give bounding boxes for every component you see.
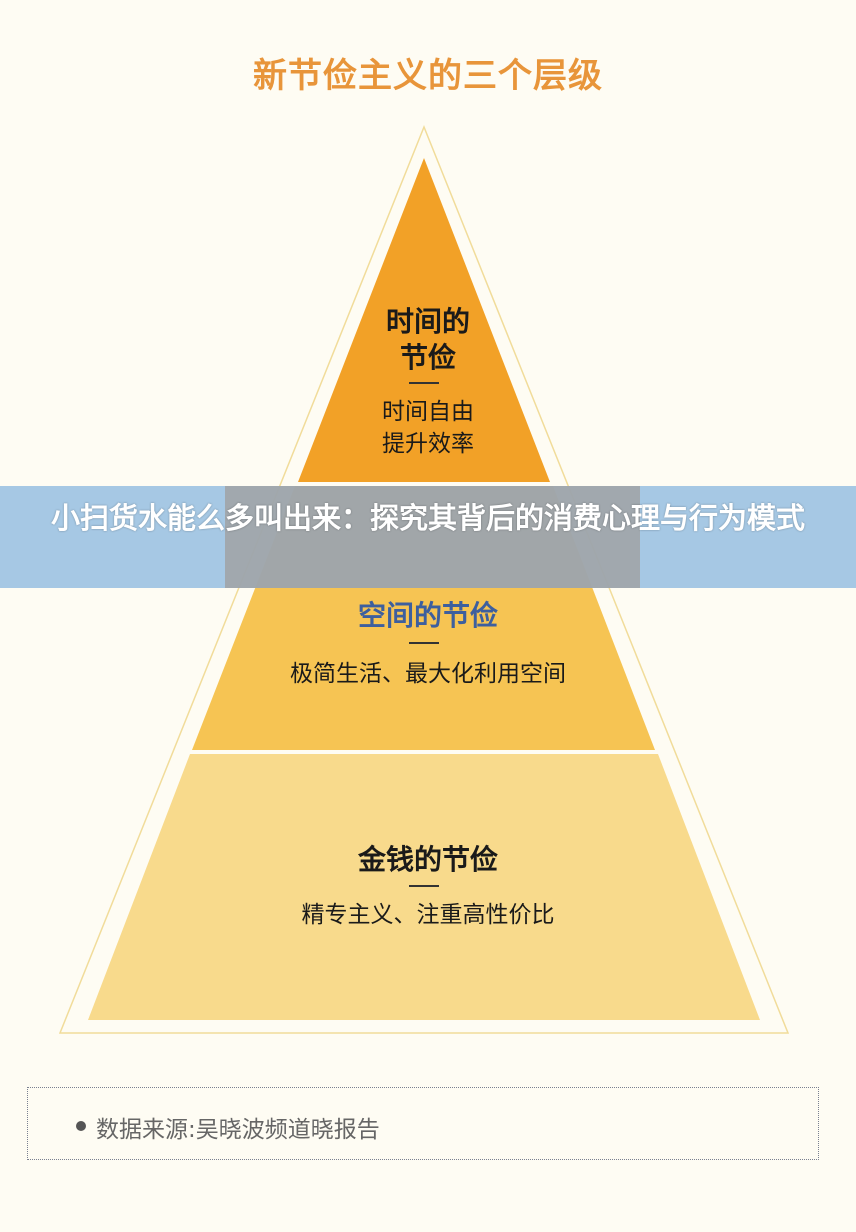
divider bbox=[409, 382, 439, 384]
bullet-icon bbox=[76, 1121, 86, 1131]
overlay-banner-text: 小扫货水能么多叫出来：探究其背后的消费心理与行为模式 bbox=[50, 501, 805, 535]
tier-bottom-desc: 精专主义、注重高性价比 bbox=[301, 902, 555, 928]
source-box: 数据来源:吴晓波频道晓报告 bbox=[27, 1087, 819, 1160]
tier-top-heading-1: 时间的 bbox=[385, 305, 470, 338]
tier-top-desc-1: 时间自由 bbox=[382, 399, 474, 425]
tier-bottom-heading: 金钱的节俭 bbox=[357, 843, 498, 876]
tier-top-shape bbox=[298, 158, 550, 482]
tier-bottom-shape bbox=[88, 754, 760, 1020]
tier-middle-heading: 空间的节俭 bbox=[357, 599, 498, 632]
page-title: 新节俭主义的三个层级 bbox=[253, 56, 603, 96]
divider bbox=[409, 642, 439, 644]
overlay-banner-center bbox=[225, 486, 640, 588]
source-text: 数据来源:吴晓波频道晓报告 bbox=[96, 1117, 380, 1143]
tier-top-heading-2: 节俭 bbox=[399, 341, 456, 374]
divider bbox=[409, 885, 439, 887]
tier-middle-desc: 极简生活、最大化利用空间 bbox=[290, 661, 566, 687]
tier-top-desc-2: 提升效率 bbox=[382, 431, 474, 457]
